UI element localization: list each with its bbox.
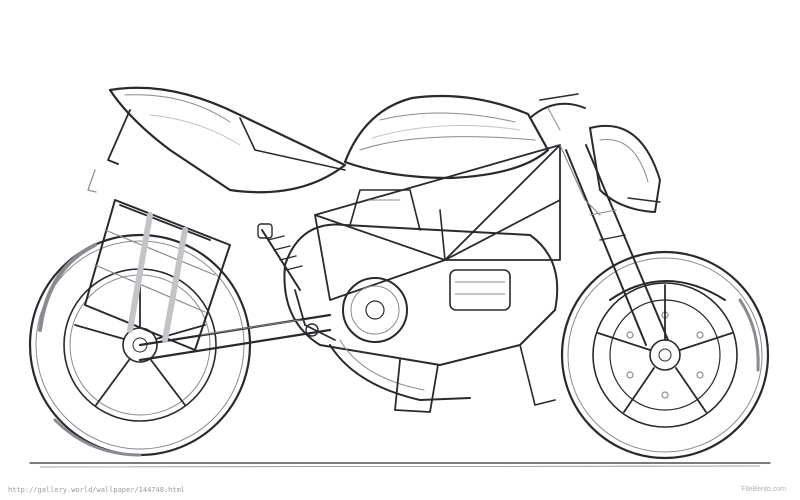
front-wheel [560, 250, 770, 460]
exhaust-headers [329, 339, 556, 413]
ground-line [29, 462, 771, 468]
license-plate-holder [87, 109, 131, 193]
engine [283, 189, 559, 366]
brand-watermark: FileBento.com [741, 486, 786, 493]
exhaust-muffler [84, 199, 231, 351]
seat-tail [108, 86, 347, 194]
footpeg-bracket [294, 289, 336, 341]
rear-wheel [28, 233, 252, 457]
source-url-watermark: http://gallery.world/wallpaper/144748.ht… [8, 486, 186, 494]
headlight-cowl [589, 124, 661, 213]
handlebar [529, 93, 586, 131]
rear-shock [257, 223, 303, 291]
fuel-tank [343, 94, 550, 180]
front-fork [565, 144, 669, 346]
